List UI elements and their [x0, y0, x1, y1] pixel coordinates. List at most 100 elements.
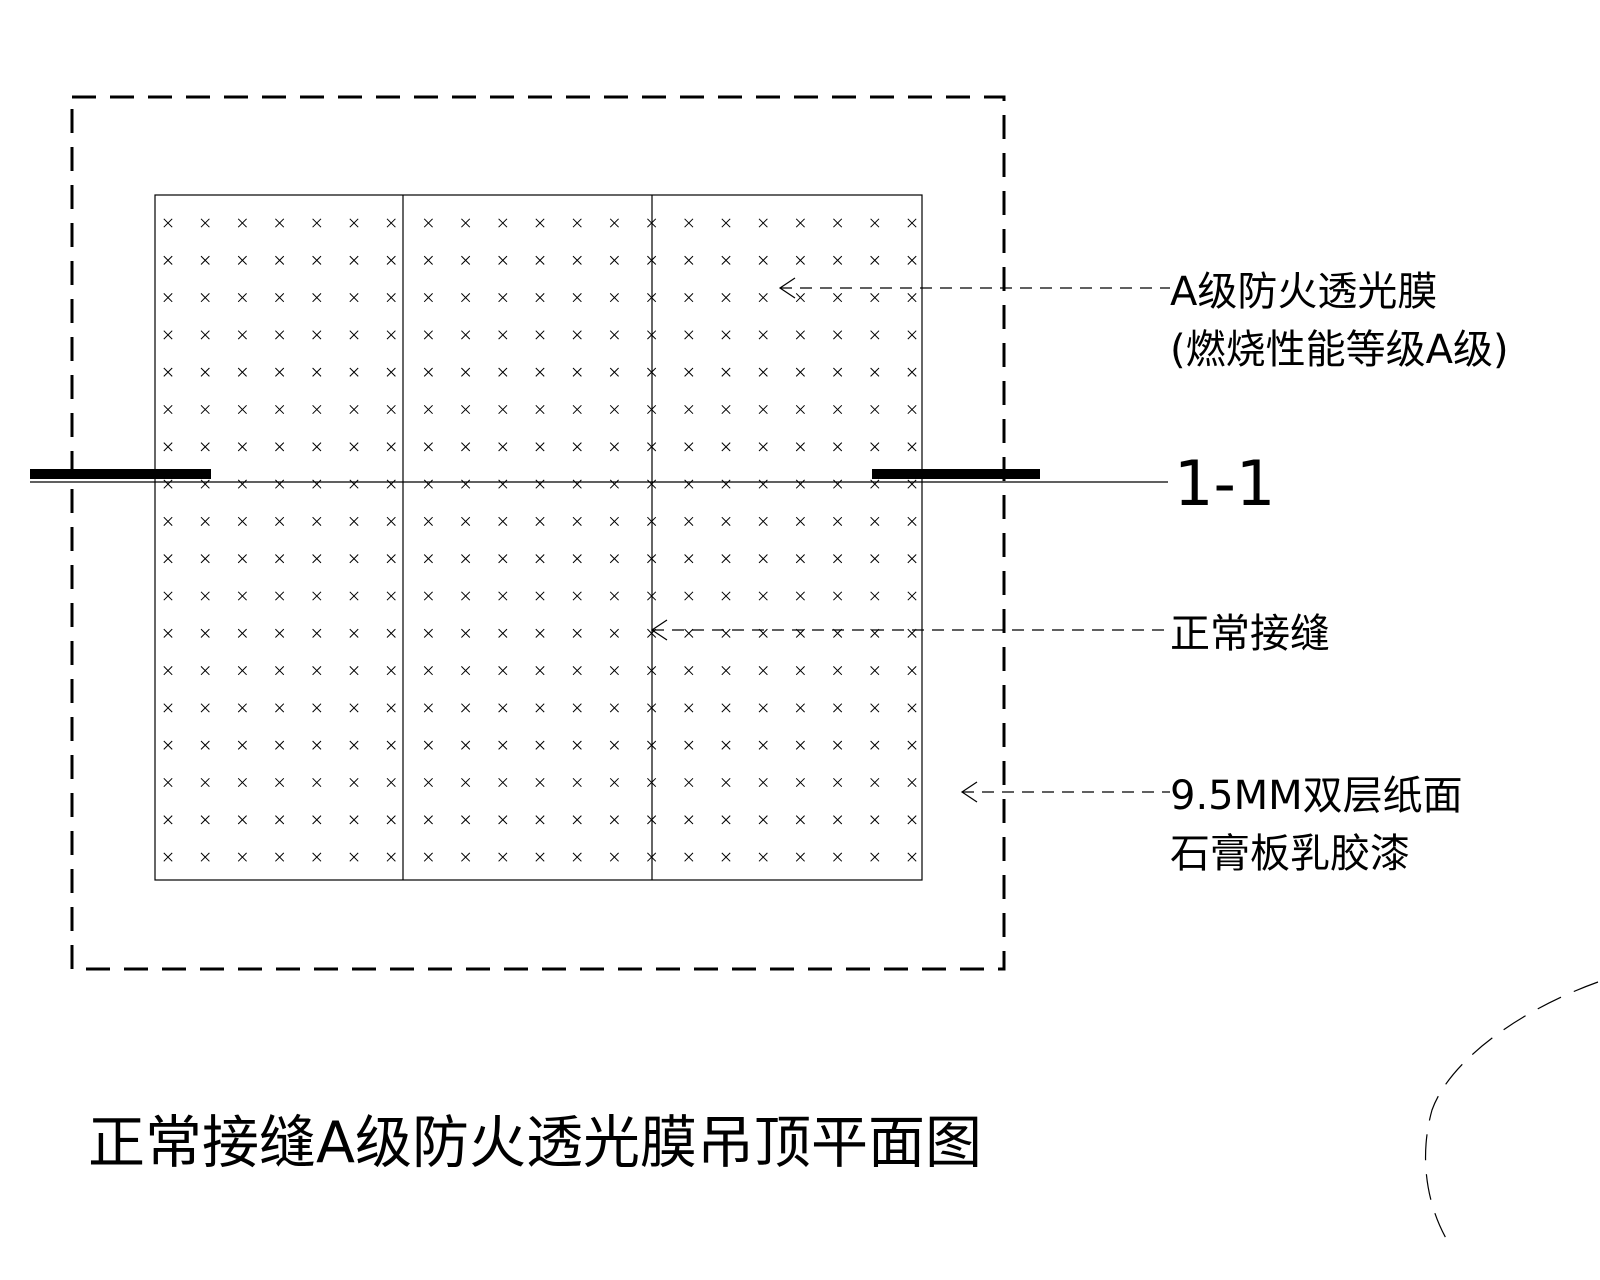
cross-mark	[237, 554, 247, 564]
cross-mark	[349, 442, 359, 452]
section-cut-line: 1-1	[30, 447, 1275, 520]
cross-mark	[870, 404, 880, 415]
cross-mark	[498, 218, 508, 228]
cross-mark	[609, 479, 619, 489]
cross-mark	[758, 330, 768, 340]
cross-mark	[721, 591, 731, 601]
cross-mark	[200, 293, 210, 303]
cross-mark	[572, 218, 582, 228]
cross-mark	[907, 367, 917, 377]
cross-mark	[163, 666, 173, 676]
cross-mark	[200, 442, 210, 452]
cross-mark	[498, 852, 508, 862]
cross-mark	[163, 628, 173, 638]
cross-mark	[237, 293, 247, 303]
cross-mark	[349, 218, 359, 228]
cross-mark	[237, 218, 247, 228]
cross-mark	[423, 852, 433, 862]
cross-mark	[721, 367, 731, 377]
cross-mark	[386, 815, 396, 825]
cross-mark	[535, 815, 545, 825]
cross-mark	[907, 479, 917, 489]
cross-mark	[461, 554, 471, 564]
leader-seam: 正常接缝	[650, 611, 1330, 657]
cross-mark	[572, 740, 582, 750]
cross-mark	[237, 404, 247, 415]
cross-mark	[833, 852, 843, 862]
cross-mark	[758, 591, 768, 601]
cross-mark	[833, 815, 843, 825]
cross-mark	[609, 330, 619, 340]
cross-mark	[163, 330, 173, 340]
cross-mark	[758, 293, 768, 303]
cross-mark	[535, 852, 545, 862]
cross-mark	[163, 815, 173, 825]
cross-mark	[312, 330, 322, 340]
cross-mark	[795, 442, 805, 452]
cross-mark	[461, 740, 471, 750]
cross-mark	[498, 516, 508, 526]
cross-mark	[349, 703, 359, 713]
cross-mark	[795, 666, 805, 676]
cross-mark	[535, 255, 545, 265]
cross-mark	[498, 479, 508, 489]
cross-mark	[461, 591, 471, 601]
cross-mark	[870, 852, 880, 862]
cross-mark	[423, 404, 433, 415]
board-label-line1: 9.5MM双层纸面	[1170, 773, 1463, 819]
cross-mark	[163, 516, 173, 526]
cross-mark	[758, 777, 768, 788]
cross-mark	[907, 703, 917, 713]
cross-mark	[386, 591, 396, 601]
cross-mark	[535, 330, 545, 340]
cross-mark	[795, 218, 805, 228]
cross-mark	[721, 852, 731, 862]
cross-mark	[535, 666, 545, 676]
cross-mark	[609, 815, 619, 825]
cross-mark	[423, 703, 433, 713]
cross-mark	[870, 330, 880, 340]
cross-mark	[461, 516, 471, 526]
cross-mark	[275, 815, 285, 825]
cross-mark	[684, 330, 694, 340]
cross-mark	[163, 367, 173, 377]
cross-mark	[833, 554, 843, 564]
cross-mark	[535, 777, 545, 788]
cross-mark	[461, 330, 471, 340]
cross-mark	[349, 255, 359, 265]
cross-mark	[572, 367, 582, 377]
cross-mark	[609, 404, 619, 415]
cross-mark	[833, 404, 843, 415]
drawing-title: 正常接缝A级防火透光膜吊顶平面图	[88, 1110, 982, 1176]
membrane-label-line1: A级防火透光膜	[1170, 269, 1437, 315]
cross-mark	[721, 740, 731, 750]
cross-mark	[721, 404, 731, 415]
cross-mark	[423, 554, 433, 564]
cross-mark	[386, 554, 396, 564]
cross-mark	[349, 367, 359, 377]
cross-mark	[721, 479, 731, 489]
cross-mark	[275, 404, 285, 415]
cross-mark	[572, 479, 582, 489]
cross-mark	[535, 591, 545, 601]
cross-mark	[163, 293, 173, 303]
cross-mark	[237, 777, 247, 788]
cross-mark	[609, 516, 619, 526]
cross-mark	[498, 330, 508, 340]
cross-mark	[572, 404, 582, 415]
cross-mark	[870, 218, 880, 228]
cross-mark	[200, 516, 210, 526]
cross-mark	[907, 516, 917, 526]
cross-mark	[312, 367, 322, 377]
cross-mark	[275, 777, 285, 788]
cross-mark	[312, 554, 322, 564]
cross-mark	[275, 367, 285, 377]
cross-mark	[498, 293, 508, 303]
cross-mark	[163, 218, 173, 228]
cross-mark	[758, 255, 768, 265]
cross-mark	[609, 703, 619, 713]
cross-mark	[349, 815, 359, 825]
cross-mark	[386, 442, 396, 452]
cross-mark	[163, 777, 173, 788]
cross-mark	[386, 703, 396, 713]
